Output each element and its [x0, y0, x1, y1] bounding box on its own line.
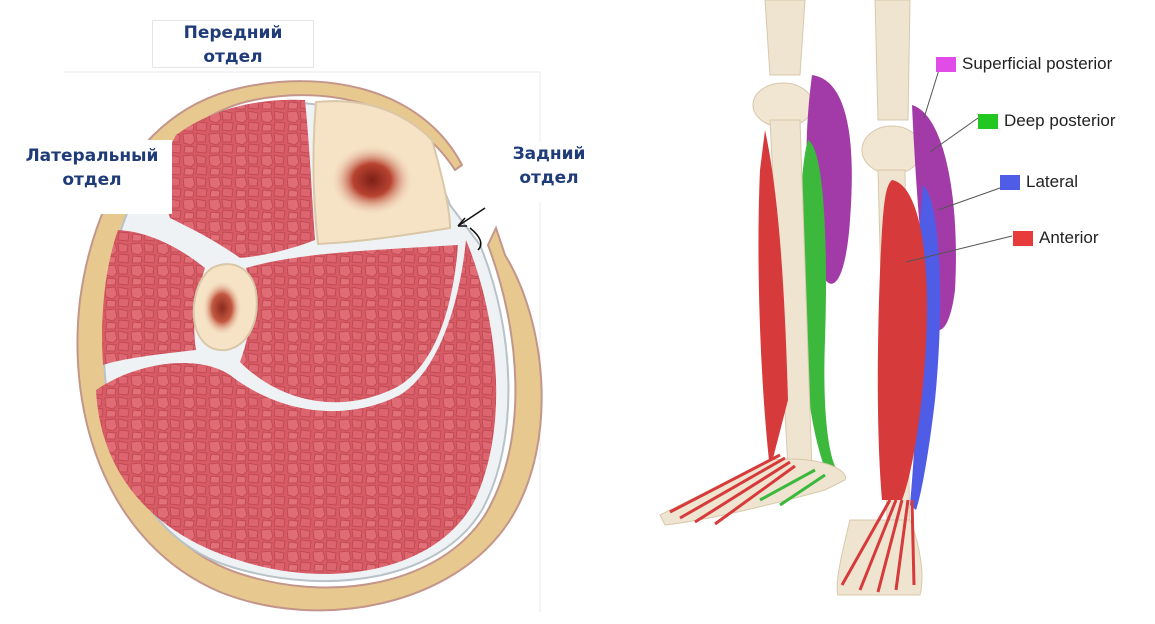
- label-line-1: Латеральный: [12, 144, 172, 168]
- knee-joint: [862, 126, 922, 174]
- leg-illustration-panel: Superficial posterior Deep posterior Lat…: [620, 0, 1155, 619]
- leg-cross-section-diagram: [0, 0, 620, 619]
- legend-item-lateral: Lateral: [1000, 172, 1078, 192]
- legend-item-anterior: Anterior: [1013, 228, 1099, 248]
- legend-label: Anterior: [1039, 228, 1099, 248]
- legend-label: Superficial posterior: [962, 54, 1112, 74]
- fibula-marrow: [202, 280, 242, 336]
- tibia-marrow: [330, 144, 414, 216]
- legend-swatch: [978, 114, 998, 129]
- lower-leg-muscles-illustration: [620, 0, 1155, 619]
- legend-swatch: [1013, 231, 1033, 246]
- legend-item-superficial-posterior: Superficial posterior: [936, 54, 1112, 74]
- legend-swatch: [936, 57, 956, 72]
- legend-label: Deep posterior: [1004, 111, 1116, 131]
- anterior-compartment-label: Передний отдел: [152, 20, 314, 68]
- legend-label: Lateral: [1026, 172, 1078, 192]
- cross-section-panel: Передний отдел Латеральный отдел Задний …: [0, 0, 620, 619]
- legend-swatch: [1000, 175, 1020, 190]
- label-line-2: отдел: [12, 168, 172, 192]
- label-line-2: отдел: [153, 45, 313, 69]
- right-leg: [837, 0, 956, 595]
- left-leg: [660, 0, 852, 525]
- femur-bone: [875, 0, 910, 120]
- label-line-1: Передний: [153, 21, 313, 45]
- label-line-2: отдел: [482, 166, 616, 190]
- posterior-compartment-label: Задний отдел: [482, 142, 616, 202]
- femur-bone: [765, 0, 805, 75]
- legend-item-deep-posterior: Deep posterior: [978, 111, 1116, 131]
- posterior-pointer-line: [458, 208, 485, 226]
- label-line-1: Задний: [482, 142, 616, 166]
- lateral-compartment-label: Латеральный отдел: [12, 140, 172, 214]
